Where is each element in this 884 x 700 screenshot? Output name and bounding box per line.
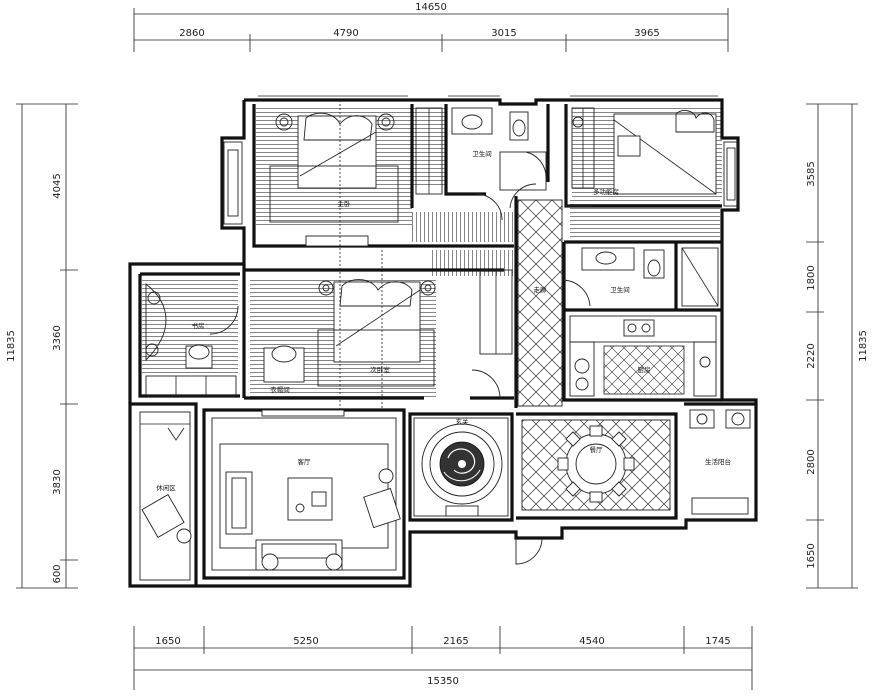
- label-bathroom-middle: 卫生间: [610, 285, 630, 294]
- left-dimension-lines: 11835 4045 3360 3830 600: [6, 103, 78, 589]
- bottom-dimension-lines: 1650 5250 2165 4540 1745 15350: [133, 626, 753, 690]
- label-corridor: 走廊: [534, 285, 548, 294]
- label-dining-room: 餐厅: [590, 445, 604, 454]
- top-dimension-lines: 14650 2860 4790 3015 3965: [133, 2, 729, 52]
- right-dim-1: 3585: [806, 161, 817, 186]
- left-dim-3: 3830: [52, 469, 63, 494]
- top-dim-3: 3015: [491, 28, 516, 39]
- left-dim-4: 600: [52, 564, 63, 583]
- label-kitchen: 厨房: [638, 365, 651, 374]
- label-cloakroom: 衣帽间: [270, 385, 290, 394]
- walls: [128, 98, 758, 588]
- bottom-dim-3: 2165: [443, 636, 468, 647]
- bathroom-top-fixtures: [451, 107, 547, 191]
- top-dim-1: 2860: [179, 28, 204, 39]
- left-dim-2: 3360: [52, 325, 63, 350]
- furniture: [141, 100, 751, 571]
- master-closet: [415, 107, 443, 195]
- corridor-wardrobe: [479, 269, 513, 355]
- top-dim-2: 4790: [333, 28, 358, 39]
- label-bathroom-top: 卫生间: [472, 149, 492, 158]
- label-second-bedroom: 次卧室: [370, 365, 390, 374]
- second-bed: [263, 279, 436, 387]
- left-dim-1: 4045: [52, 173, 63, 198]
- bathroom-middle-fixtures: [581, 247, 719, 307]
- kids-room-furniture: [571, 107, 717, 195]
- master-bed: [269, 112, 399, 247]
- right-dim-3: 2220: [806, 343, 817, 368]
- top-total-dim: 14650: [415, 2, 447, 13]
- right-dim-2: 1800: [806, 265, 817, 290]
- leisure-balcony-furniture: [141, 427, 192, 544]
- label-service-balcony: 生活阳台: [705, 457, 731, 466]
- right-dim-5: 1650: [806, 543, 817, 568]
- foyer-rug: [413, 417, 509, 517]
- label-study: 书房: [192, 321, 205, 330]
- room-labels: 主卧 卫生间 多功能房 书房 次卧室 衣帽间 走廊 卫生间 厨房 休闲区 客厅 …: [156, 149, 731, 492]
- right-dimension-lines: 11835 3585 1800 2220 2800 1650: [806, 103, 869, 589]
- left-total-dim: 11835: [6, 330, 17, 362]
- label-kids-room: 多功能房: [593, 187, 619, 196]
- label-living-room: 客厅: [298, 457, 312, 466]
- kitchen-fixtures: [569, 315, 717, 397]
- label-leisure-balcony: 休闲区: [156, 483, 176, 492]
- right-dim-4: 2800: [806, 449, 817, 474]
- service-balcony-fixtures: [689, 409, 751, 515]
- living-room-furniture: [225, 468, 401, 571]
- study-furniture: [145, 283, 213, 369]
- bottom-total-dim: 15350: [427, 676, 459, 687]
- bottom-dim-2: 5250: [293, 636, 318, 647]
- label-foyer: 玄关: [456, 417, 470, 426]
- bottom-dim-5: 1745: [705, 636, 730, 647]
- bottom-dim-4: 4540: [579, 636, 604, 647]
- right-total-dim: 11835: [858, 330, 869, 362]
- bottom-dim-1: 1650: [155, 636, 180, 647]
- dining-table: [557, 425, 635, 503]
- doors: [209, 183, 592, 565]
- label-master-bedroom: 主卧: [338, 199, 352, 208]
- top-dim-4: 3965: [634, 28, 659, 39]
